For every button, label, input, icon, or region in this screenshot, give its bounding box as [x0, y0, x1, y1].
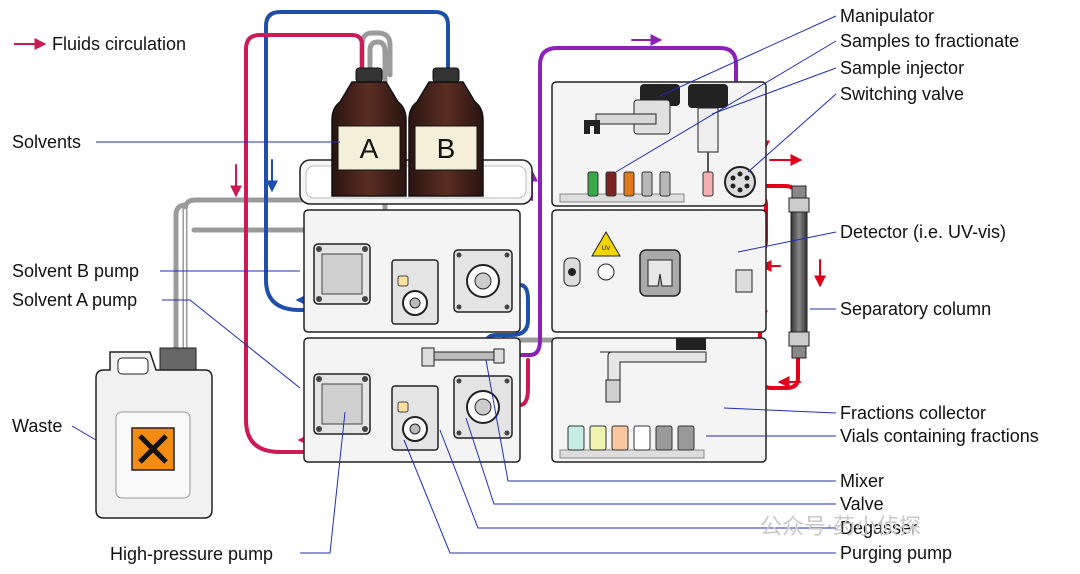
- labels: Solvents Solvent B pump Solvent A pump W…: [12, 6, 1039, 564]
- mixer: [421, 347, 505, 367]
- label-detector: Detector (i.e. UV-vis): [840, 222, 1006, 242]
- leader-lines: [71, 15, 837, 554]
- separatory-column: [788, 185, 810, 359]
- solvent-b-pump-module: [303, 209, 521, 333]
- label-switching-valve: Switching valve: [840, 84, 964, 104]
- label-solvent-a-pump: Solvent A pump: [12, 290, 137, 310]
- label-purging-pump: Purging pump: [840, 543, 952, 563]
- solvent-a-pump-module: [303, 337, 521, 463]
- bottle-a-letter: A: [360, 133, 379, 164]
- label-sample-injector: Sample injector: [840, 58, 964, 78]
- hazard-icon: [131, 427, 175, 471]
- watermark: 公众号·药小侦探: [760, 515, 921, 540]
- label-valve: Valve: [840, 494, 884, 514]
- solvent-bottle-b: B: [408, 67, 484, 197]
- solvent-bottle-a: A: [331, 67, 407, 197]
- label-separatory-column: Separatory column: [840, 299, 991, 319]
- label-waste: Waste: [12, 416, 62, 436]
- label-solvent-b-pump: Solvent B pump: [12, 261, 139, 281]
- label-vials-containing-fractions: Vials containing fractions: [840, 426, 1039, 446]
- injector-module: [551, 81, 767, 207]
- label-high-pressure-pump: High-pressure pump: [110, 544, 273, 564]
- label-mixer: Mixer: [840, 471, 884, 491]
- uv-badge: UV: [602, 245, 611, 252]
- fractions-collector-module: [551, 337, 767, 463]
- label-manipulator: Manipulator: [840, 6, 934, 26]
- legend: Fluids circulation: [14, 34, 186, 54]
- fraction-vials: [567, 425, 695, 451]
- uv-warning-icon: [591, 231, 621, 257]
- waste-canister: [95, 347, 213, 519]
- label-samples-to-fractionate: Samples to fractionate: [840, 31, 1019, 51]
- legend-label: Fluids circulation: [52, 34, 186, 54]
- bottle-b-letter: B: [437, 133, 456, 164]
- sample-vials: [587, 171, 714, 197]
- label-degasser: Degasser: [840, 518, 917, 538]
- label-fractions-collector: Fractions collector: [840, 403, 986, 423]
- detector-module: UV: [551, 209, 767, 333]
- label-solvents: Solvents: [12, 132, 81, 152]
